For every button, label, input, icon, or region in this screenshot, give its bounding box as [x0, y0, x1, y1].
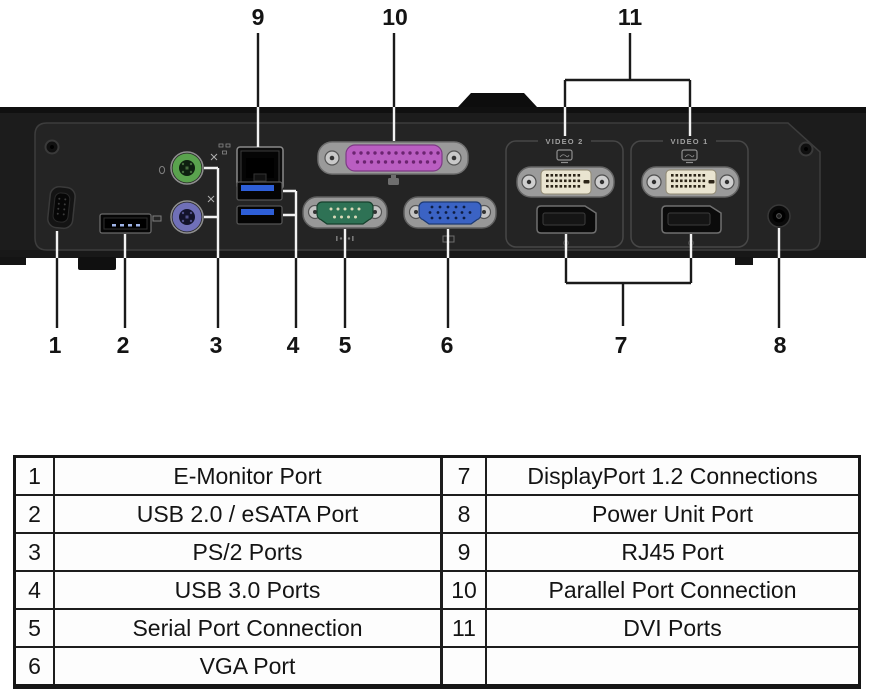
table-row: 2 USB 2.0 / eSATA Port 8 Power Unit Port: [16, 496, 858, 534]
callout-8: 8: [774, 332, 787, 358]
port-description-cell: [487, 648, 858, 684]
port-description-cell: Parallel Port Connection: [487, 572, 858, 610]
table-row: 3 PS/2 Ports 9 RJ45 Port: [16, 534, 858, 572]
port-description-cell: RJ45 Port: [487, 534, 858, 572]
star-icon: [210, 153, 218, 161]
table-row: 6 VGA Port: [16, 648, 858, 684]
callout-10: 10: [382, 4, 408, 30]
dock-foot: [78, 257, 116, 270]
port-description-cell: DVI Ports: [487, 610, 858, 648]
printer-icon: [388, 175, 399, 185]
parallel-port: [317, 141, 469, 175]
callout-number-cell: 7: [443, 458, 487, 496]
port-description-cell: DisplayPort 1.2 Connections: [487, 458, 858, 496]
callout-number-cell: 6: [16, 648, 55, 684]
callout-number-cell: 9: [443, 534, 487, 572]
callout-number-cell: [443, 648, 487, 684]
callout-2: 2: [117, 332, 130, 358]
callout-number-cell: 5: [16, 610, 55, 648]
callout-number-cell: 11: [443, 610, 487, 648]
ps2-keyboard-port: [170, 200, 204, 234]
callout-9: 9: [252, 4, 265, 30]
panel-screw: [44, 139, 60, 155]
dock-rear-diagram: VIDEO 2 VIDEO 1: [0, 4, 866, 358]
port-description-cell: Serial Port Connection: [55, 610, 443, 648]
callout-4: 4: [287, 332, 300, 358]
usb3-port: [236, 205, 283, 225]
callout-number-cell: 3: [16, 534, 55, 572]
callout-lines-inner: [55, 107, 781, 258]
mouse-icon: [158, 165, 166, 175]
table-row: 5 Serial Port Connection 11 DVI Ports: [16, 610, 858, 648]
callout-number-cell: 1: [16, 458, 55, 496]
ps2-mouse-port: [170, 151, 204, 185]
network-icon: [218, 143, 231, 155]
keyboard-icon: [152, 215, 162, 222]
port-description-cell: VGA Port: [55, 648, 443, 684]
callout-6: 6: [441, 332, 454, 358]
panel-screw: [798, 141, 814, 157]
video1-label: VIDEO 1: [671, 137, 709, 146]
callout-number-cell: 4: [16, 572, 55, 610]
power-port: [767, 204, 791, 228]
callout-5: 5: [339, 332, 352, 358]
legend-table: 1 E-Monitor Port 7 DisplayPort 1.2 Conne…: [13, 455, 861, 689]
callout-11: 11: [618, 4, 643, 30]
callout-lines-outer: [55, 33, 781, 328]
recessed-panel: [34, 122, 821, 251]
callout-3: 3: [210, 332, 223, 358]
e-monitor-port: [47, 185, 76, 230]
dock-body: [0, 93, 866, 270]
usb3-port: [236, 181, 283, 201]
serial-port: [302, 196, 388, 229]
table-row: 4 USB 3.0 Ports 10 Parallel Port Connect…: [16, 572, 858, 610]
port-description-cell: USB 3.0 Ports: [55, 572, 443, 610]
video2-label: VIDEO 2: [546, 137, 584, 146]
port-description-cell: E-Monitor Port: [55, 458, 443, 496]
usb2-esata-port: [99, 213, 152, 234]
table-row: 1 E-Monitor Port 7 DisplayPort 1.2 Conne…: [16, 458, 858, 496]
dock-top-bump: [458, 93, 537, 107]
port-description-cell: USB 2.0 / eSATA Port: [55, 496, 443, 534]
star-icon: [207, 195, 215, 203]
callout-1: 1: [49, 332, 62, 358]
dock-foot: [0, 257, 26, 265]
callout-number-cell: 2: [16, 496, 55, 534]
callout-number-cell: 8: [443, 496, 487, 534]
callout-numbers: 9 10 11 1 2 3 4 5 6 7 8: [49, 4, 787, 358]
callout-7: 7: [615, 332, 628, 358]
dock-foot: [735, 257, 753, 265]
callout-number-cell: 10: [443, 572, 487, 610]
rj45-port: [236, 146, 284, 190]
port-description-cell: PS/2 Ports: [55, 534, 443, 572]
port-description-cell: Power Unit Port: [487, 496, 858, 534]
vga-port: [403, 196, 497, 229]
